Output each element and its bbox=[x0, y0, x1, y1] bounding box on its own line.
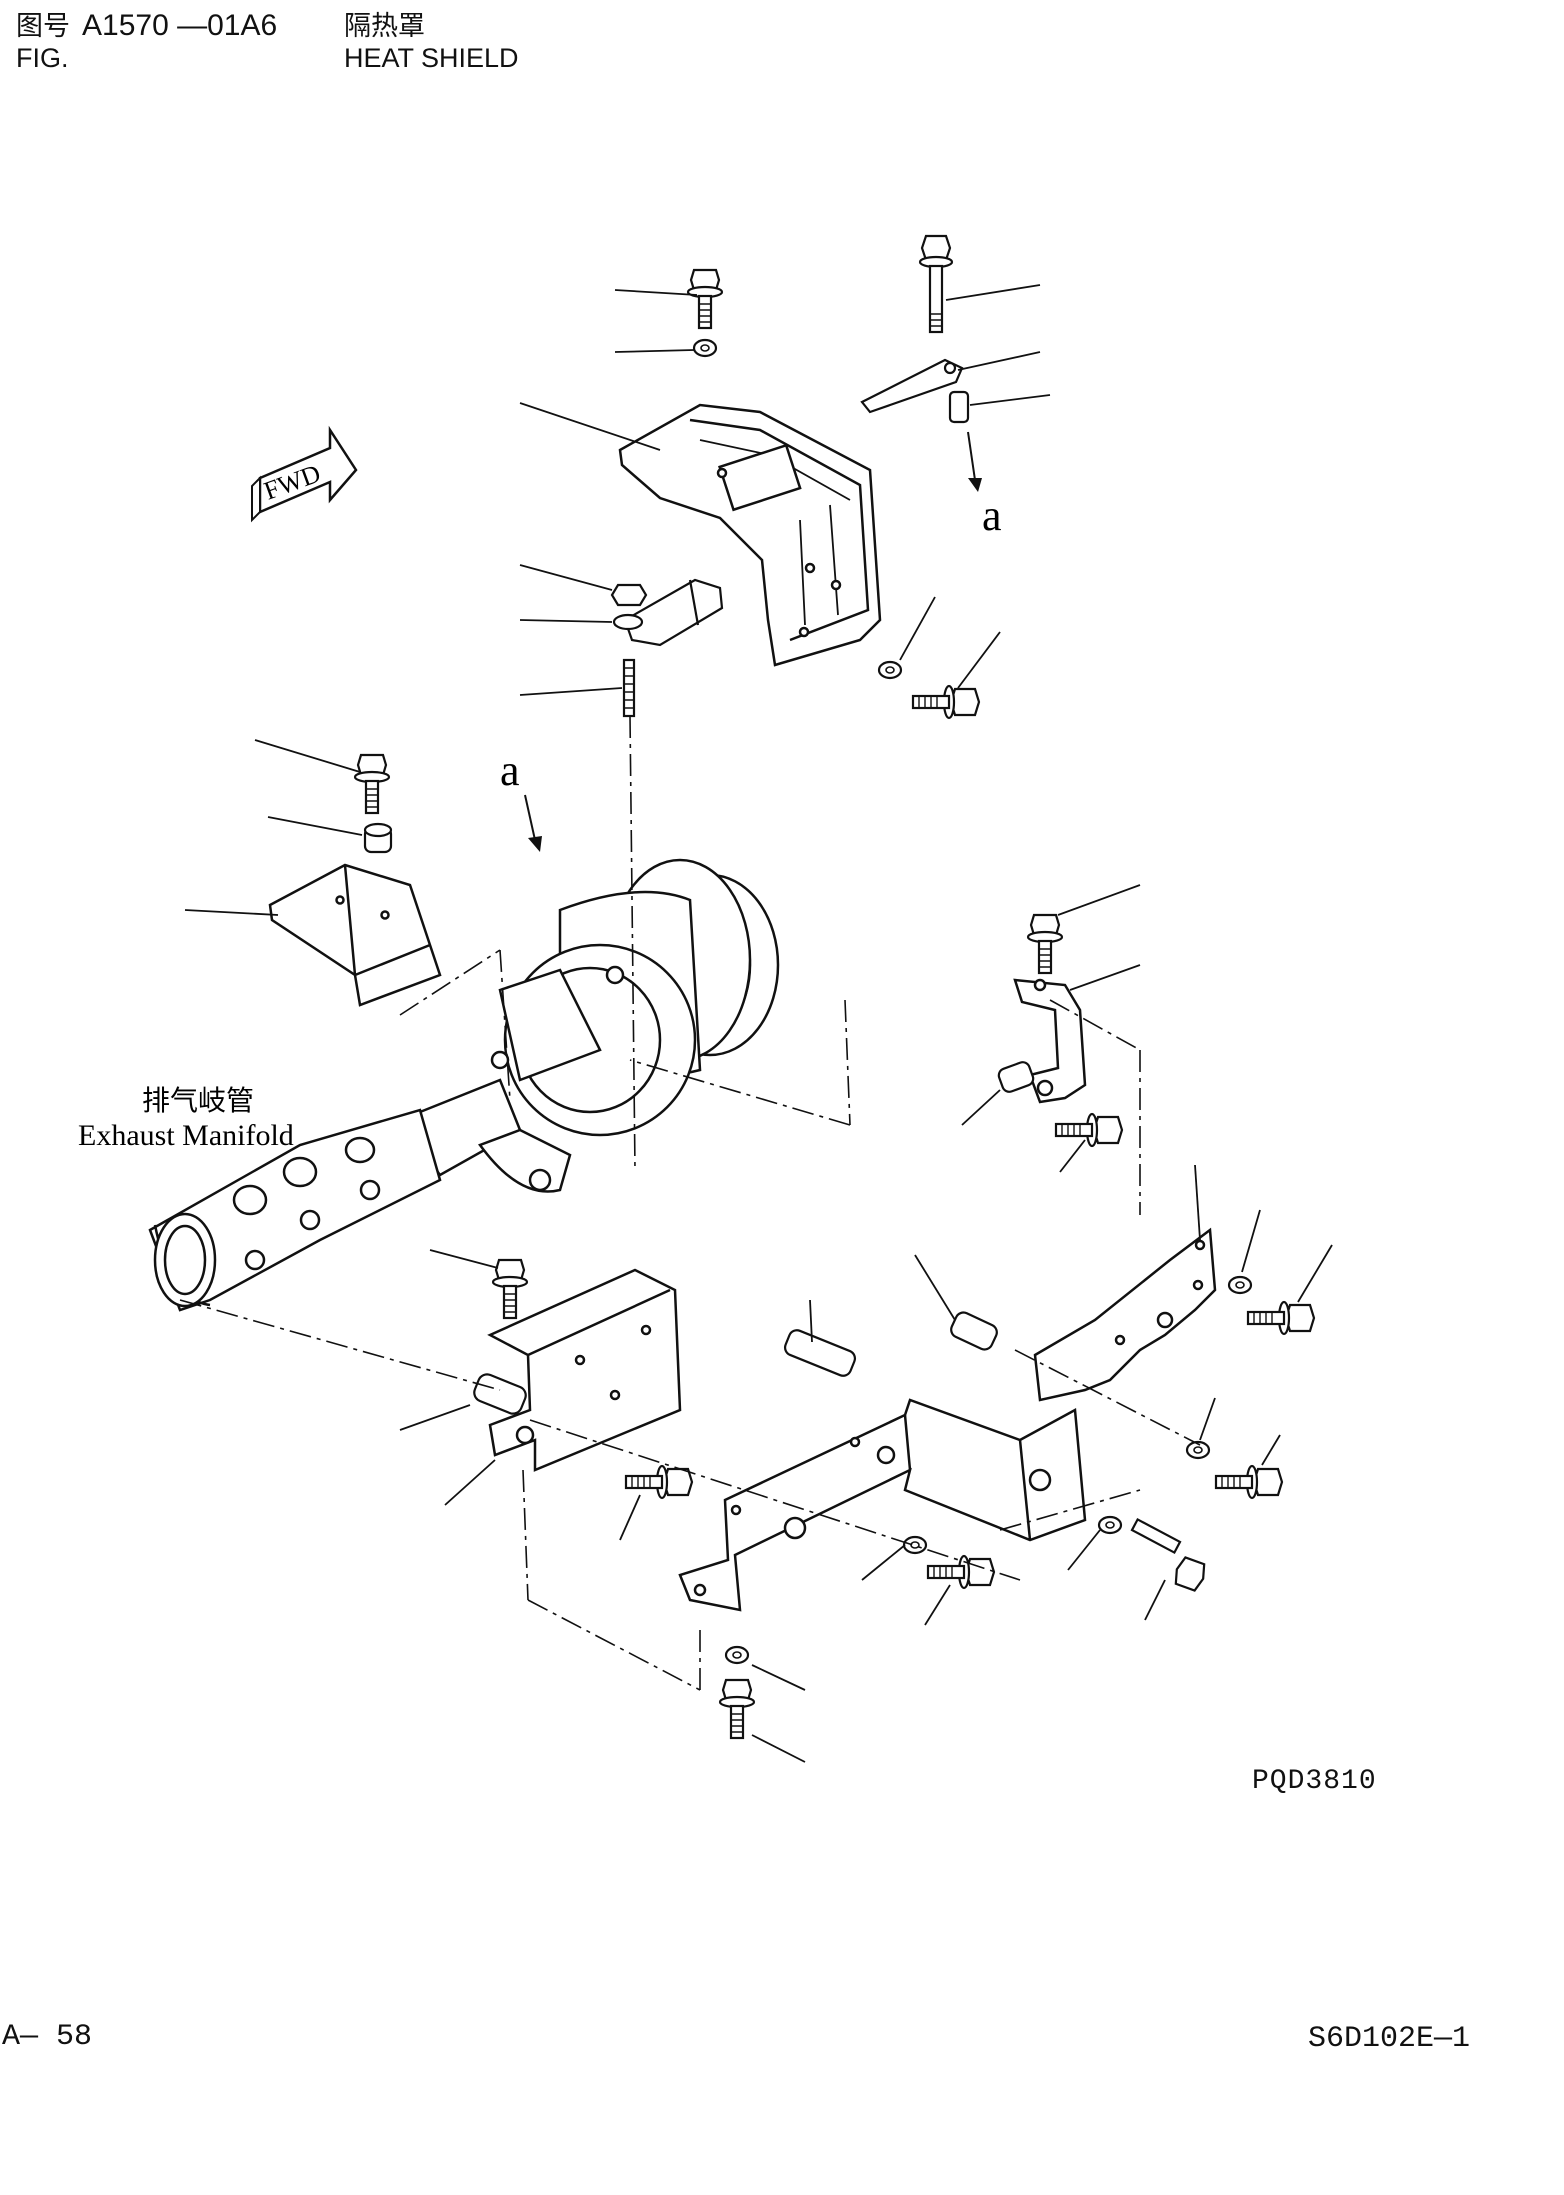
washer-bottom bbox=[724, 1645, 750, 1665]
manifold-label-en: Exhaust Manifold bbox=[78, 1119, 294, 1152]
header-row-en: FIG. HEAT SHIELD bbox=[16, 42, 519, 74]
upper-heat-shield bbox=[618, 403, 882, 667]
bolt-right-bracket bbox=[1026, 913, 1064, 975]
washer-right-plate bbox=[1227, 1275, 1253, 1295]
washer-clip bbox=[612, 613, 644, 631]
bolt-right-strap bbox=[1054, 1112, 1124, 1148]
fig-label-cn: 图号 bbox=[16, 11, 70, 41]
bolt-lower-right-1 bbox=[1214, 1464, 1284, 1500]
assembly-center-lines bbox=[179, 715, 1201, 1691]
fwd-arrow: FWD bbox=[251, 425, 358, 523]
stud bbox=[622, 658, 636, 718]
bolt-front-bracket bbox=[491, 1258, 529, 1320]
leader-lines bbox=[184, 284, 1333, 1763]
bolt-top-shield bbox=[686, 268, 724, 330]
page-number: A— 58 bbox=[2, 2020, 93, 2054]
left-heat-shield bbox=[268, 863, 442, 1007]
right-side-plate bbox=[1033, 1227, 1217, 1402]
header-row-cn: 图号 A1570 —01A6 隔热罩 bbox=[16, 10, 519, 42]
drawing-code: PQD3810 bbox=[1252, 1766, 1377, 1797]
collar-left bbox=[363, 822, 393, 854]
figure-header: 图号 A1570 —01A6 隔热罩 FIG. HEAT SHIELD bbox=[16, 10, 519, 74]
spacer-bottom-long bbox=[783, 1329, 857, 1377]
model-code: S6D102E—1 bbox=[1308, 2022, 1471, 2056]
bolt-bottom bbox=[718, 1678, 756, 1740]
title-en: HEAT SHIELD bbox=[344, 43, 519, 73]
bolt-left-shield bbox=[353, 753, 391, 815]
bolt-shield-side bbox=[911, 684, 981, 720]
fig-number: A1570 —01A6 bbox=[82, 9, 278, 42]
callout-a-mid: a bbox=[500, 746, 520, 795]
callout-a-top: a bbox=[982, 491, 1002, 540]
long-bolt-top bbox=[918, 234, 954, 334]
washer-lower-mid bbox=[902, 1535, 928, 1555]
bottom-main-bracket bbox=[678, 1398, 1087, 1612]
collar-top bbox=[948, 390, 970, 424]
spacer-front bbox=[473, 1373, 527, 1415]
bolt-right-plate bbox=[1246, 1300, 1316, 1336]
fig-label-en: FIG. bbox=[16, 43, 69, 73]
washer-lower-right-2 bbox=[1097, 1515, 1123, 1535]
exhaust-manifold bbox=[148, 1108, 442, 1312]
front-lower-bracket bbox=[487, 1268, 682, 1472]
spacer-right-middle bbox=[950, 1311, 998, 1351]
shield-clip bbox=[623, 578, 724, 647]
spacer-right-upper bbox=[997, 1061, 1035, 1093]
turbocharger bbox=[391, 858, 780, 1193]
support-strap bbox=[860, 358, 964, 414]
bolt-lower-mid bbox=[926, 1554, 996, 1590]
long-bolt-lower-right bbox=[1130, 1517, 1206, 1592]
manifold-label-cn: 排气岐管 bbox=[142, 1085, 254, 1117]
washer-shield-side bbox=[877, 660, 903, 680]
washer-top-shield bbox=[692, 338, 718, 358]
bolt-front-bracket-lower bbox=[624, 1464, 694, 1500]
title-cn: 隔热罩 bbox=[344, 11, 425, 41]
nut-clip bbox=[610, 583, 648, 607]
